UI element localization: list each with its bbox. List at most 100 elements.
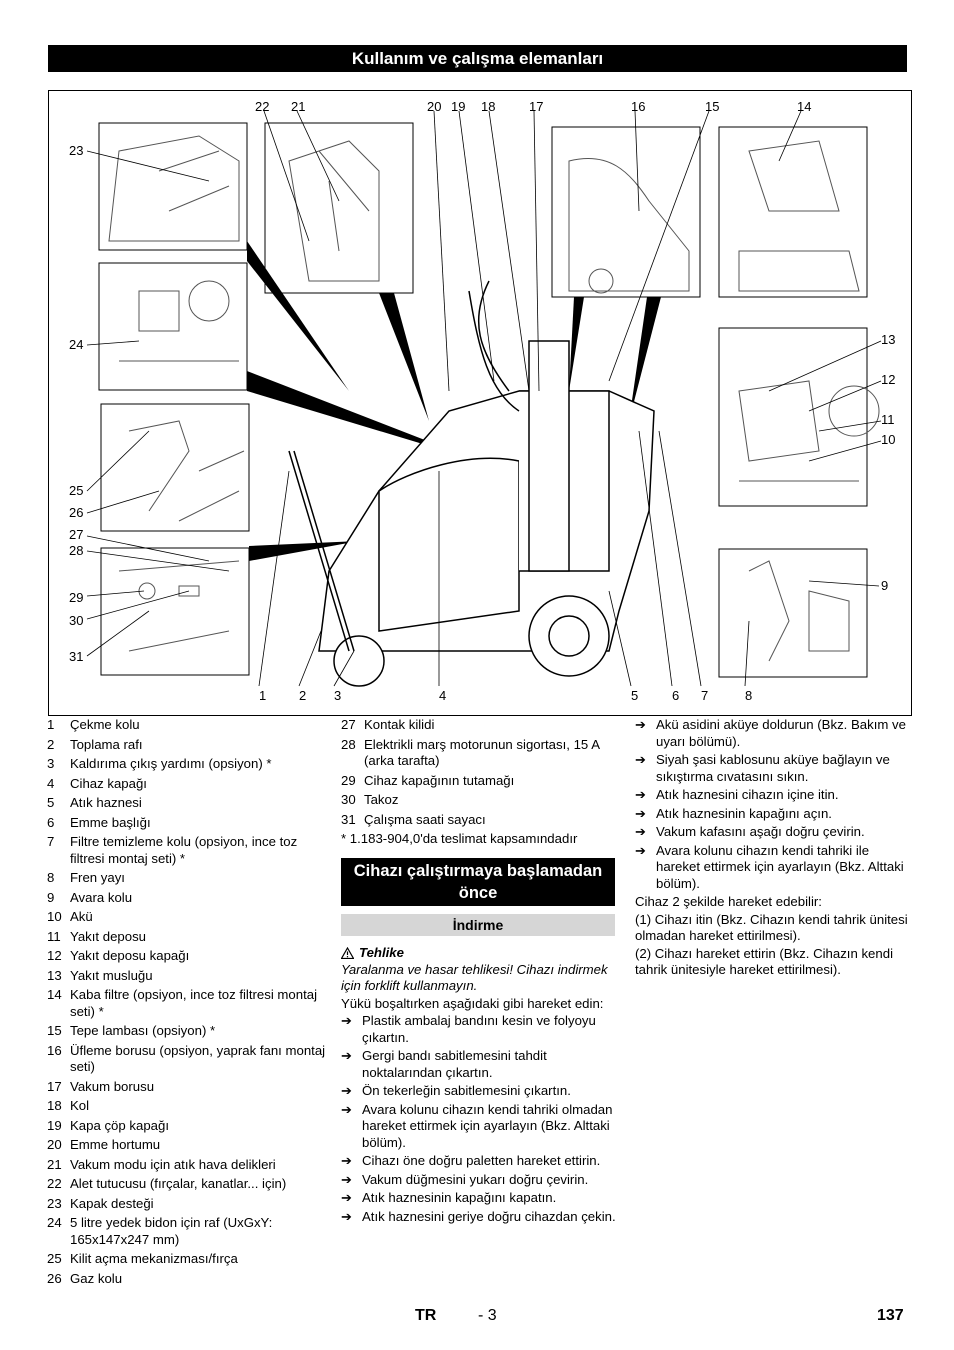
parts-list-item: 17 Vakum borusu	[47, 1079, 327, 1096]
part-label: Kapa çöp kapağı	[70, 1117, 169, 1133]
part-label: Çalışma saati sayacı	[364, 811, 486, 827]
inset-canister-shelf	[98, 262, 248, 391]
unloading-step: ➔Atık haznesinin kapağını kapatın.	[341, 1190, 617, 1207]
part-number: 14	[47, 987, 62, 1002]
part-number: 5	[47, 795, 55, 810]
part-number: 17	[47, 1078, 62, 1094]
step-text: Atık haznesini cihazın içine itin.	[656, 787, 839, 802]
arrow-right-icon: ➔	[635, 824, 646, 839]
step-text: Avara kolunu cihazın kendi tahriki olmad…	[362, 1101, 613, 1150]
danger-text: Yaralanma ve hasar tehlikesi! Cihazı ind…	[341, 961, 608, 994]
part-label: Kontak kilidi	[364, 717, 435, 732]
part-number: 16	[47, 1042, 62, 1058]
part-label: Kol	[70, 1098, 90, 1113]
part-label: Alet tutucusu (fırçalar, kanatlar... içi…	[70, 1176, 287, 1191]
steps-col3: ➔Akü asidini aküye doldurun (Bkz. Bakım …	[635, 717, 910, 980]
arrow-right-icon: ➔	[341, 1048, 352, 1063]
part-label: Atık haznesi	[70, 795, 142, 810]
part-label: Tepe lambası (opsiyon) *	[70, 1023, 216, 1038]
callout-number: 3	[334, 688, 341, 703]
callout-number: 5	[631, 688, 638, 703]
part-number: 22	[47, 1176, 62, 1191]
step-text: Vakum kafasını aşağı doğru çevirin.	[656, 824, 865, 839]
part-number: 3	[47, 756, 55, 771]
callout-number: 24	[69, 337, 83, 352]
preparation-step: ➔Akü asidini aküye doldurun (Bkz. Bakım …	[635, 717, 910, 750]
part-number: 4	[47, 775, 55, 791]
arrow-right-icon: ➔	[635, 752, 646, 767]
parts-list-item: 5 Atık haznesi	[47, 795, 327, 812]
inset-brake	[718, 548, 868, 678]
part-label: Kapak desteği	[70, 1195, 154, 1211]
callout-number: 9	[881, 578, 888, 593]
preparation-step: ➔Siyah şasi kablosunu aküye bağlayın ve …	[635, 752, 910, 785]
part-label: Yakıt deposu kapağı	[70, 948, 190, 963]
warning-triangle-icon	[341, 947, 354, 960]
part-label: Emme başlığı	[70, 814, 151, 830]
section-title: Kullanım ve çalışma elemanları	[48, 45, 907, 72]
inset-throttle	[100, 403, 250, 532]
part-label: Yakıt musluğu	[70, 967, 153, 983]
part-number: 8	[47, 870, 55, 885]
preparation-step: ➔ Vakum kafasını aşağı doğru çevirin.	[635, 824, 910, 841]
unloading-step: ➔Cihazı öne doğru paletten hareket ettir…	[341, 1153, 617, 1170]
part-label: Avara kolu	[70, 889, 133, 905]
part-number: 2	[47, 736, 55, 752]
part-label: Kaldırıma çıkış yardımı (opsiyon) *	[70, 756, 272, 771]
inset-coarse-filter	[718, 126, 868, 298]
preparation-step: ➔ Atık haznesini cihazın içine itin.	[635, 787, 910, 804]
step-text: Ön tekerleğin sabitlemesini çıkartın.	[362, 1083, 571, 1098]
part-number: 12	[47, 948, 62, 963]
callout-number: 18	[481, 99, 495, 114]
part-number: 11	[47, 928, 61, 944]
parts-list-item: 22 Alet tutucusu (fırçalar, kanatlar... i…	[47, 1176, 327, 1193]
part-label: Vakum borusu	[70, 1078, 155, 1094]
move-option: (2) Cihazı hareket ettirin (Bkz. Cihazın…	[635, 945, 893, 978]
step-text: Plastik ambalaj bandını kesin ve folyoyu…	[362, 1013, 596, 1045]
callout-number: 13	[881, 332, 895, 347]
callout-number: 2	[299, 688, 306, 703]
part-label: Kilit açma mekanizması/fırça	[70, 1251, 238, 1266]
step-text: Vakum düğmesini yukarı doğru çevirin.	[362, 1171, 589, 1187]
unloading-step: ➔ Ön tekerleğin sabitlemesini çıkartın.	[341, 1083, 617, 1100]
callout-number: 8	[745, 688, 752, 703]
unloading-step: ➔Vakum düğmesini yukarı doğru çevirin.	[341, 1172, 617, 1189]
arrow-right-icon: ➔	[341, 1208, 352, 1224]
inset-ignition	[100, 547, 250, 676]
move-option: (1) Cihazı itin (Bkz. Cihazın kendi tahr…	[635, 911, 908, 944]
arrow-right-icon: ➔	[341, 1101, 352, 1117]
part-number: 24	[47, 1215, 62, 1230]
callout-number: 28	[69, 543, 83, 558]
footer-page-ref: - 3	[478, 1307, 497, 1324]
unloading-intro: Yükü boşaltırken aşağıdaki gibi hareket …	[341, 995, 604, 1011]
inset-blower-tube	[551, 126, 701, 298]
unloading-step: ➔Plastik ambalaj bandını kesin ve folyoy…	[341, 1013, 617, 1046]
arrow-right-icon: ➔	[341, 1083, 352, 1098]
inset-tool-holder	[264, 122, 414, 294]
callout-number: 25	[69, 483, 83, 498]
part-label: Cihaz kapağının tutamağı	[364, 772, 515, 788]
callout-number: 26	[69, 505, 83, 520]
part-label: Elektrikli marş motorunun sigortası, 15 …	[364, 736, 600, 769]
callout-number: 16	[631, 99, 645, 114]
callout-number: 23	[69, 143, 83, 158]
arrow-right-icon: ➔	[635, 787, 646, 802]
part-number: 30	[341, 792, 356, 807]
unloading-step: ➔Atık haznesini geriye doğru cihazdan çe…	[341, 1209, 617, 1226]
callout-number: 15	[705, 99, 719, 114]
